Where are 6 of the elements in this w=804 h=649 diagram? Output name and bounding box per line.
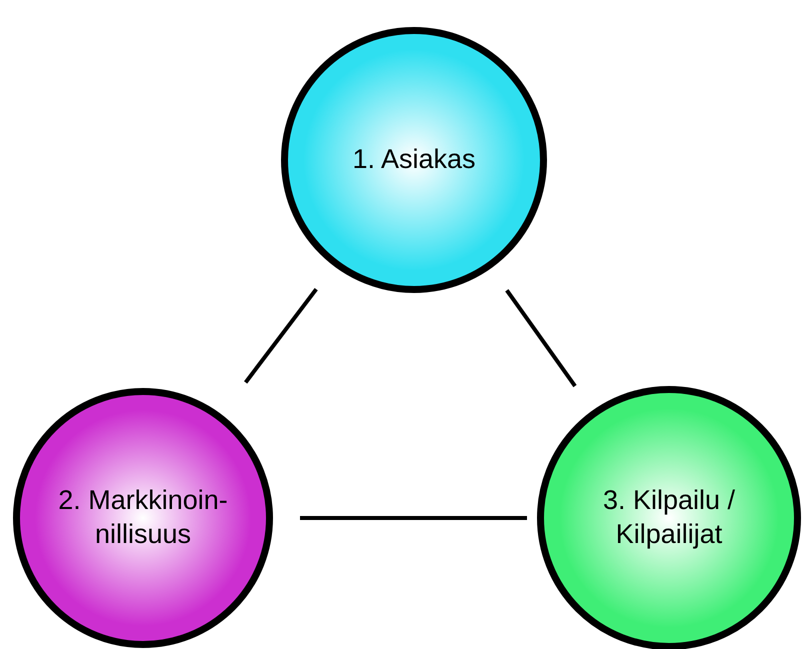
connector-line [505,289,577,388]
node-label: 3. Kilpailu / Kilpailijat [602,484,736,551]
node-label: 1. Asiakas [351,143,477,176]
connector-line [244,288,318,384]
node-label: 2. Markkinoin- nillisuus [57,484,229,551]
connector-line [300,516,527,520]
